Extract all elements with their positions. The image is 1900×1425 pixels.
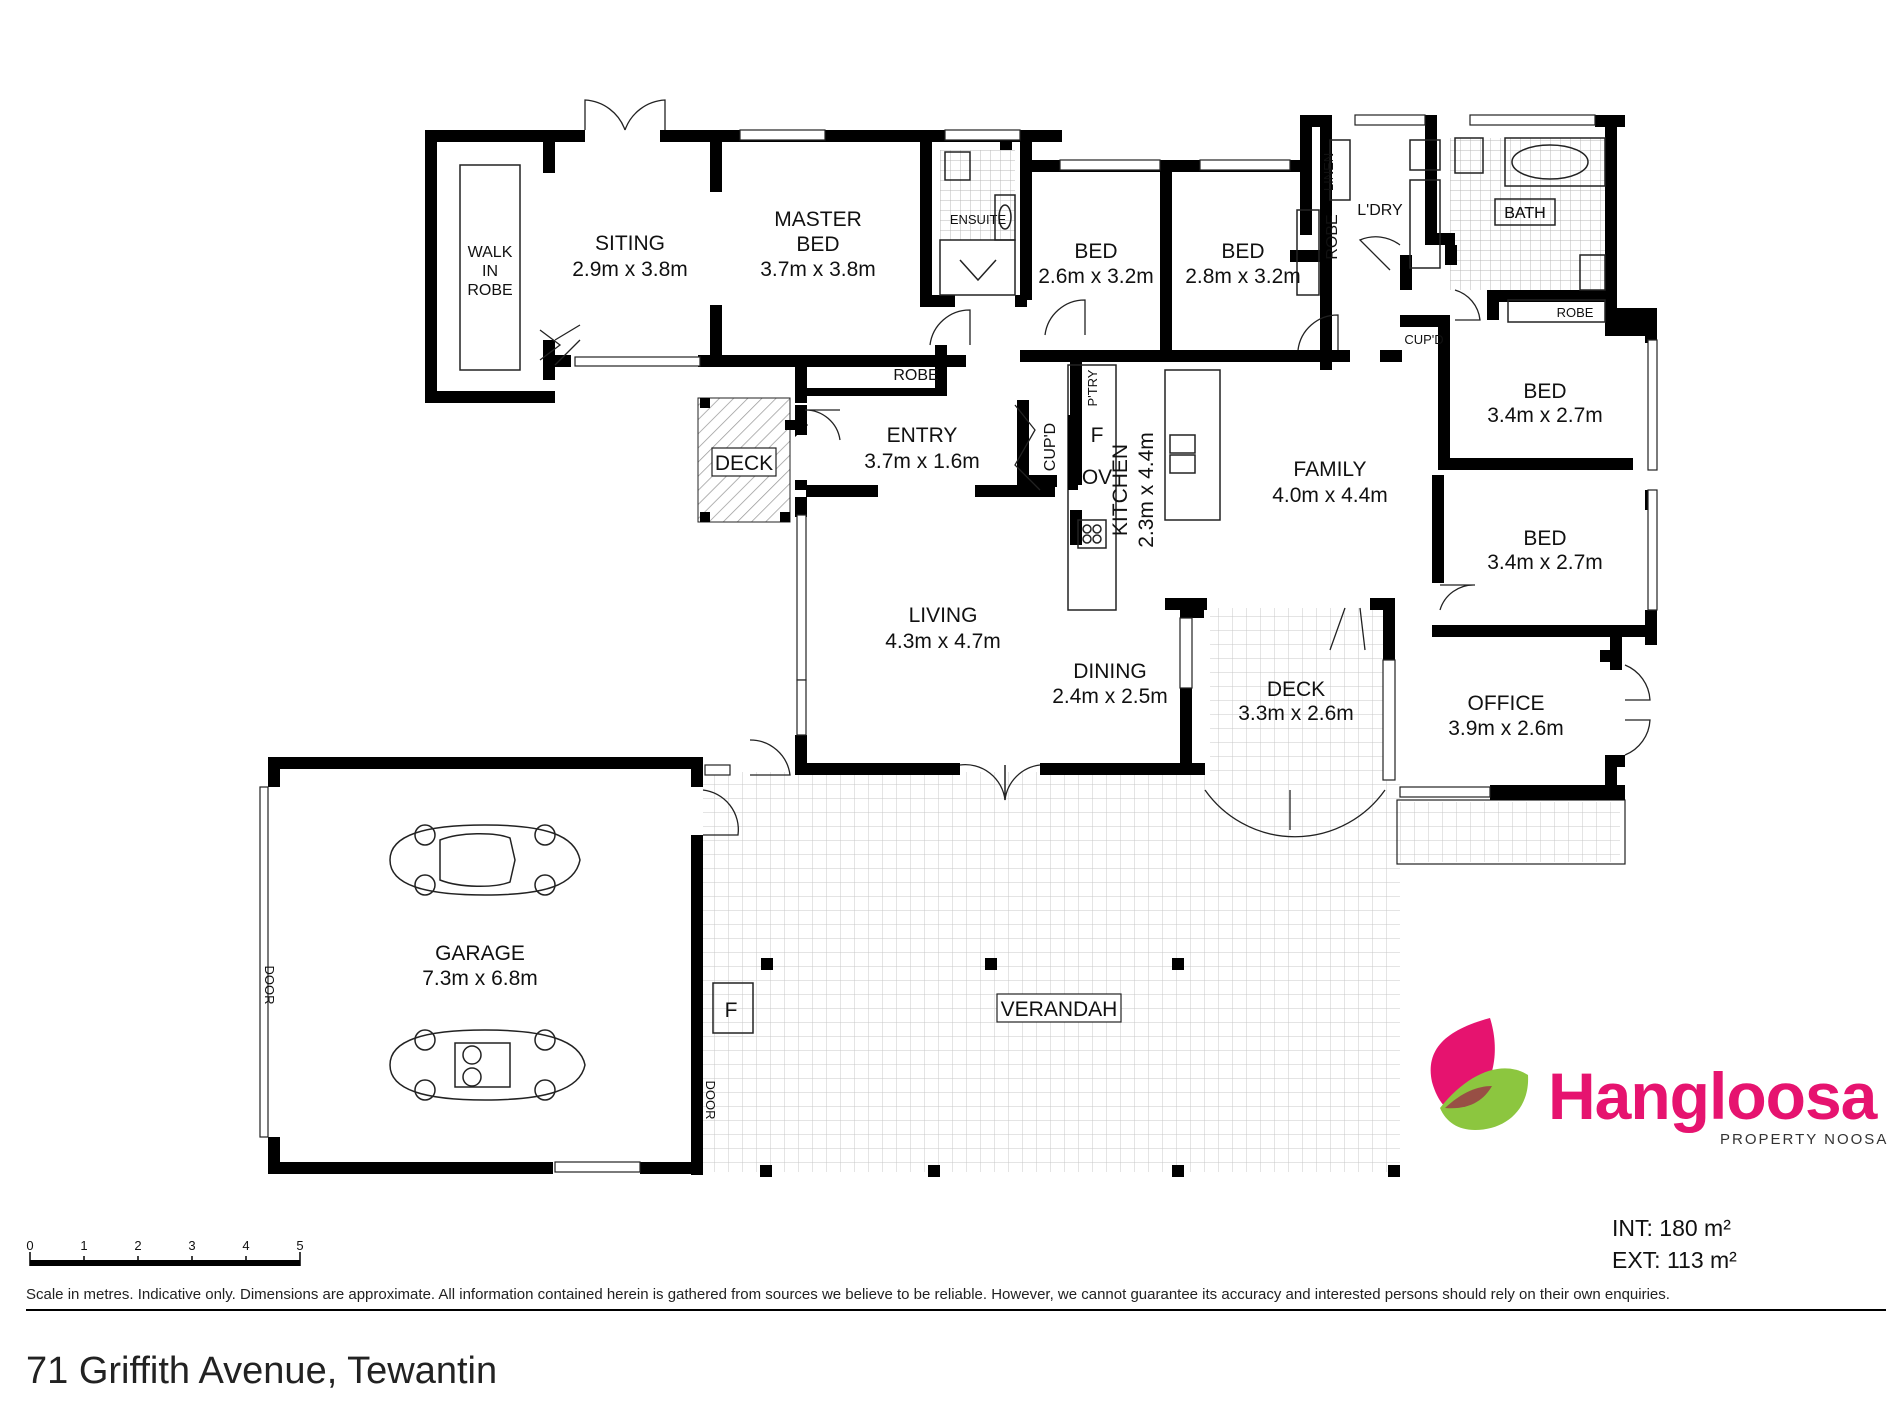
robe-top-right-label: ROBE [1557,305,1594,320]
bath-floor [1450,138,1605,290]
siting-size: 2.9m x 3.8m [572,258,688,281]
divider [26,1309,1886,1311]
bath-label-box [1494,198,1556,226]
bath-label: BATH [1504,205,1545,222]
office-size: 3.9m x 2.6m [1448,717,1564,740]
kitchen-size: 2.3m x 4.4m [1135,432,1158,548]
scale-tick-label: 0 [26,1238,33,1253]
windows [259,114,1658,1173]
scale-tick-label: 4 [242,1238,249,1253]
family-label: FAMILY [1293,458,1366,481]
external-area: EXT: 113 m² [1612,1247,1737,1273]
oven-label: OV [1082,466,1112,489]
bed4-size: 3.4m x 2.7m [1487,551,1603,574]
walk-in-robe-label: ROBE [467,282,512,299]
scale-tick-label: 1 [80,1238,87,1253]
entry-size: 3.7m x 1.6m [864,450,980,473]
brand-name: Hangloosa [1548,1058,1877,1134]
robe-master-label: ROBE [893,367,938,384]
laundry-label: L'DRY [1357,202,1403,219]
deck-small-label: DECK [715,452,773,475]
bed2-label: BED [1221,240,1264,263]
disclaimer-text: Scale in metres. Indicative only. Dimens… [26,1286,1670,1303]
pantry-label: P'TRY [1085,369,1100,406]
scale-tick-label: 2 [134,1238,141,1253]
scale-bar: 0 1 2 3 4 5 [26,1238,304,1266]
verandah-posts [700,398,1400,1177]
brand-tagline: PROPERTY NOOSA [1720,1131,1889,1148]
office-label: OFFICE [1468,692,1545,715]
deck-large-label: DECK [1267,678,1325,701]
master-bed-label: BED [796,233,839,256]
robe-vertical-label: ROBE [1324,214,1341,259]
bed3-label: BED [1523,380,1566,403]
brand-name-part1: Hang [1548,1059,1710,1133]
property-address: 71 Griffith Avenue, Tewantin [26,1350,498,1392]
bed3-size: 3.4m x 2.7m [1487,404,1603,427]
room-labels: WALK IN ROBE SITING 2.9m x 3.8m MASTER B… [262,153,1603,1120]
walk-in-robe-label: WALK [468,244,513,261]
brand-name-part2: loosa [1709,1059,1877,1133]
bed2-size: 2.8m x 3.2m [1185,265,1301,288]
linen-label: LINEN [1321,153,1336,191]
scale-tick-label: 5 [296,1238,303,1253]
garage-door-label: DOOR [703,1081,718,1120]
fixtures [459,137,1606,1034]
bed4-label: BED [1523,527,1566,550]
car-icon [389,1029,586,1101]
master-bed-label: MASTER [774,208,862,231]
ensuite-label: ENSUITE [950,212,1007,227]
dining-label: DINING [1073,660,1147,683]
siting-label: SITING [595,232,665,255]
verandah-floor [703,608,1626,1172]
bed1-size: 2.6m x 3.2m [1038,265,1154,288]
family-size: 4.0m x 4.4m [1272,484,1388,507]
living-size: 4.3m x 4.7m [885,630,1001,653]
kitchen-label: KITCHEN [1109,444,1132,536]
area-summary: INT: 180 m² EXT: 113 m² [1612,1212,1737,1276]
entry-arrow-icon [785,413,808,437]
car-icon [389,824,581,896]
door-swings [539,99,1651,838]
bed1-label: BED [1074,240,1117,263]
scale-tick-label: 3 [188,1238,195,1253]
verandah-label: VERANDAH [1001,998,1118,1021]
entry-label: ENTRY [887,424,958,447]
deck-small-label-box [711,447,777,477]
garage-label: GARAGE [435,942,525,965]
verandah-label-box [996,993,1122,1023]
walk-in-robe-label: IN [482,263,498,280]
garage-door-label: DOOR [262,966,277,1005]
bath-label: BATH [1504,205,1545,222]
fridge-kitchen-label: F [1091,424,1104,447]
internal-area: INT: 180 m² [1612,1215,1731,1241]
garage-size: 7.3m x 6.8m [422,967,538,990]
fridge-garage-label: F [725,999,738,1022]
master-bed-size: 3.7m x 3.8m [760,258,876,281]
hangloosa-logo-icon [1430,1018,1529,1130]
dining-size: 2.4m x 2.5m [1052,685,1168,708]
living-label: LIVING [909,604,978,627]
deck-large-size: 3.3m x 2.6m [1238,702,1354,725]
cupd-small-label: CUP'D [1404,332,1443,347]
cupd-entry-label: CUP'D [1042,423,1059,471]
